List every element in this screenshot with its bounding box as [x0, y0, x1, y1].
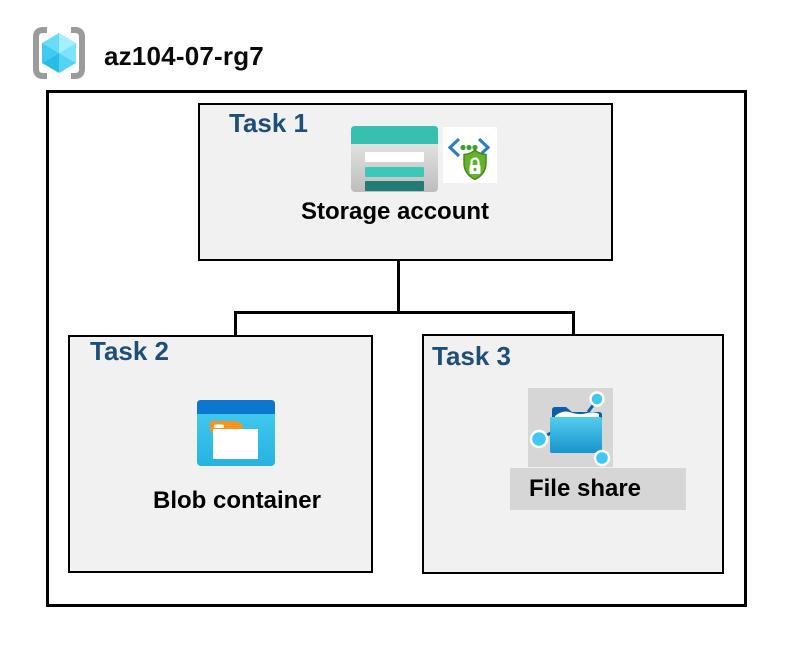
- file-share-label-highlight: File share: [510, 468, 686, 510]
- file-share-label: File share: [528, 475, 642, 502]
- task3-label: Task 3: [432, 341, 512, 371]
- resource-group-name: az104-07-rg7: [104, 41, 264, 71]
- storage-account-icon: [351, 126, 438, 192]
- file-share-icon: [529, 391, 611, 467]
- task1-label: Task 1: [229, 108, 309, 138]
- secure-endpoint-icon: [443, 127, 497, 183]
- task2-label: Task 2: [90, 336, 170, 366]
- storage-account-label: Storage account: [300, 198, 490, 225]
- connector-horizontal: [234, 311, 575, 314]
- resource-group-icon: [30, 24, 88, 82]
- file-share-icon-highlight: [528, 388, 613, 467]
- blob-container-label: Blob container: [152, 487, 321, 514]
- connector-storage-down: [397, 230, 400, 314]
- blob-container-icon: [197, 400, 275, 466]
